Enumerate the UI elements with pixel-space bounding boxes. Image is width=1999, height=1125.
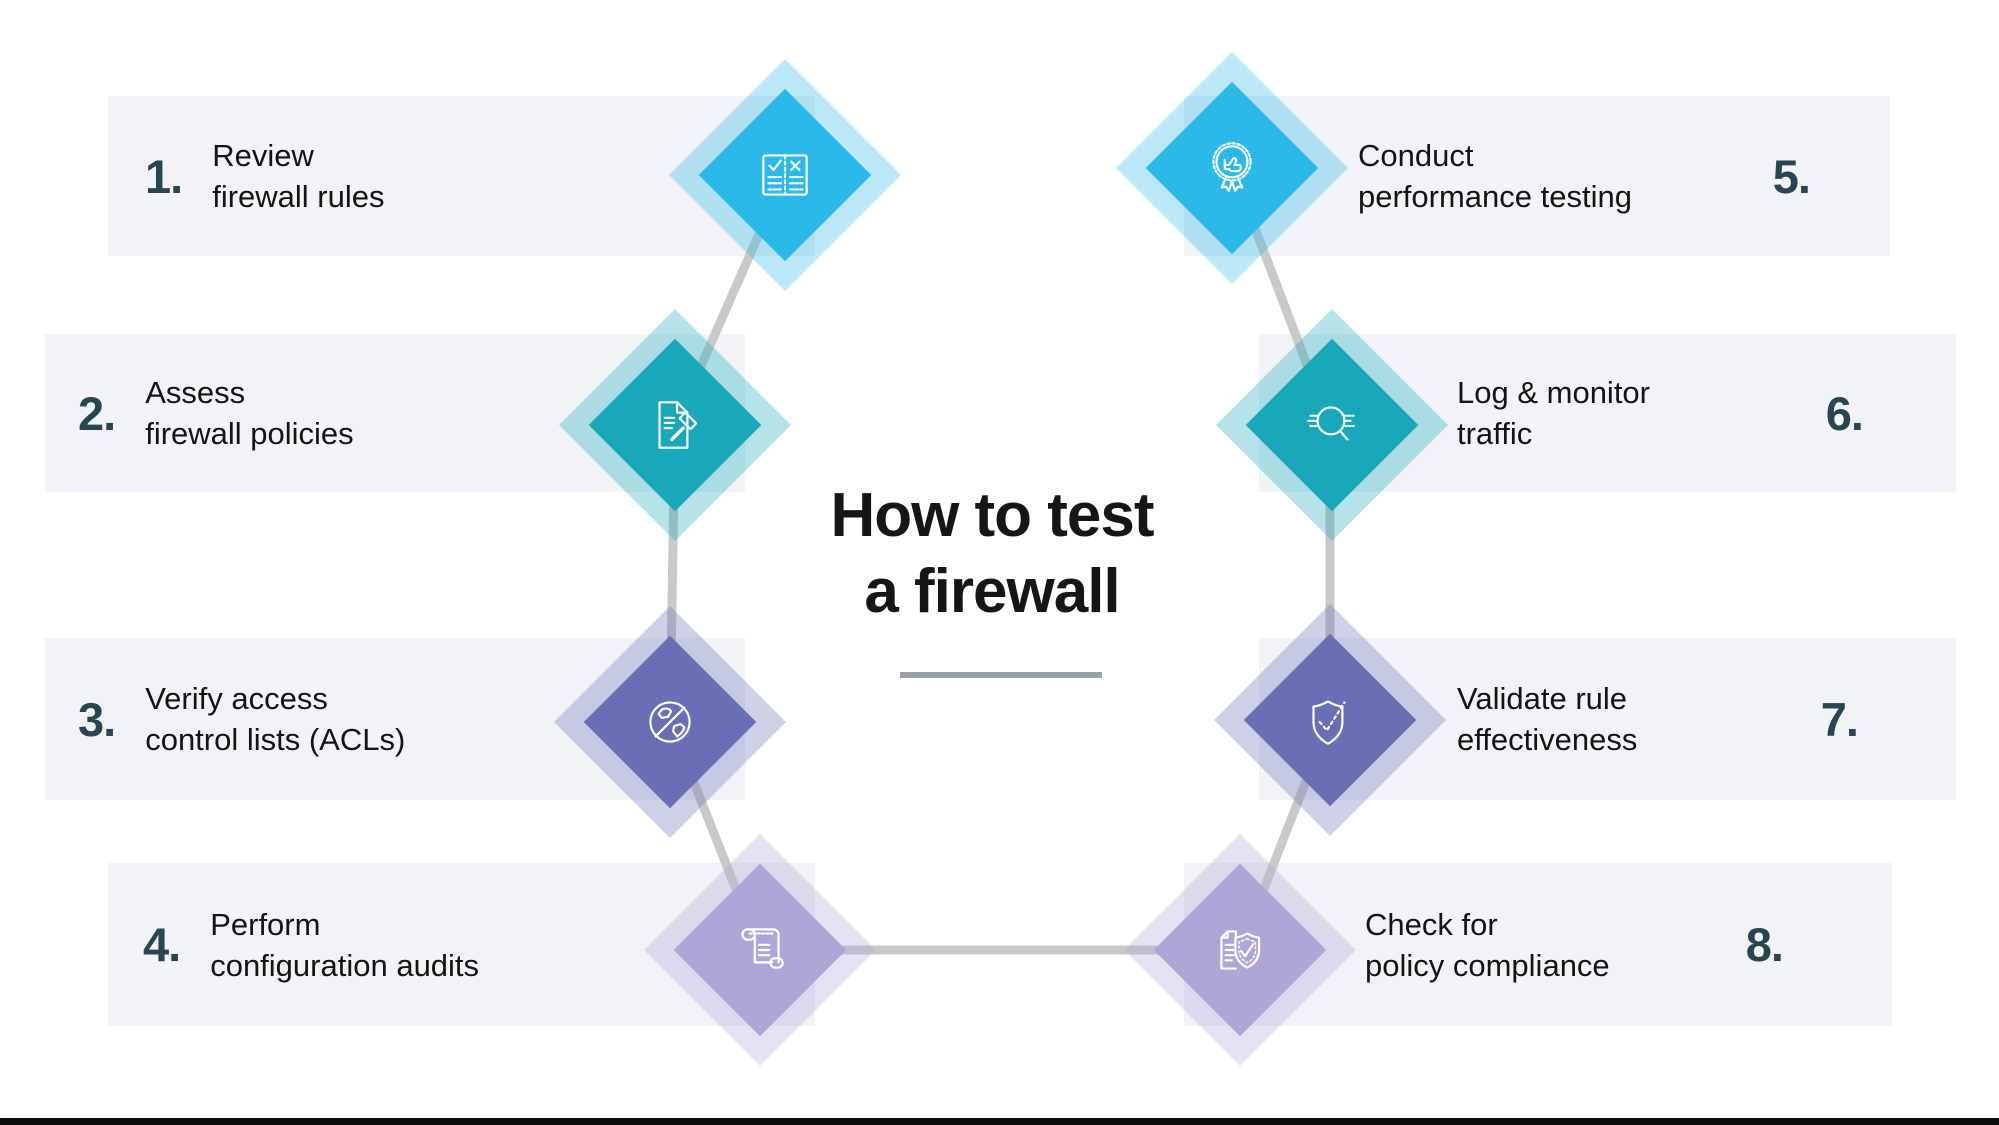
bottom-bar [0,1118,1999,1125]
step-number: 6. [1825,386,1864,440]
diamond-step-1 [669,59,901,291]
title-divider [900,672,1102,678]
step-number: 2. [78,386,116,440]
page-title: How to test a firewall [830,481,1154,626]
step-number: 7. [1820,692,1859,746]
diamond-step-6 [1216,309,1448,541]
scroll-icon [741,928,784,969]
checklist-icon [762,154,808,196]
diamond-step-4 [644,834,876,1066]
search-traffic-icon [1307,406,1355,441]
step-number: 3. [78,692,116,746]
diamond-step-3 [554,606,786,838]
policy-gavel-icon [658,401,697,449]
diamond-step-7 [1214,604,1446,836]
step-number: 4. [143,918,181,971]
blocked-globe-icon [649,701,691,743]
step-number: 8. [1745,918,1784,971]
diamond-step-2 [559,309,791,541]
step-number: 5. [1772,149,1811,203]
diamond-step-5 [1116,52,1348,284]
award-thumbs-up-icon [1212,142,1252,192]
shield-check-icon [1312,700,1346,745]
doc-shield-check-icon [1220,930,1261,970]
step-number: 1. [145,149,183,203]
diamond-step-8 [1124,834,1356,1066]
